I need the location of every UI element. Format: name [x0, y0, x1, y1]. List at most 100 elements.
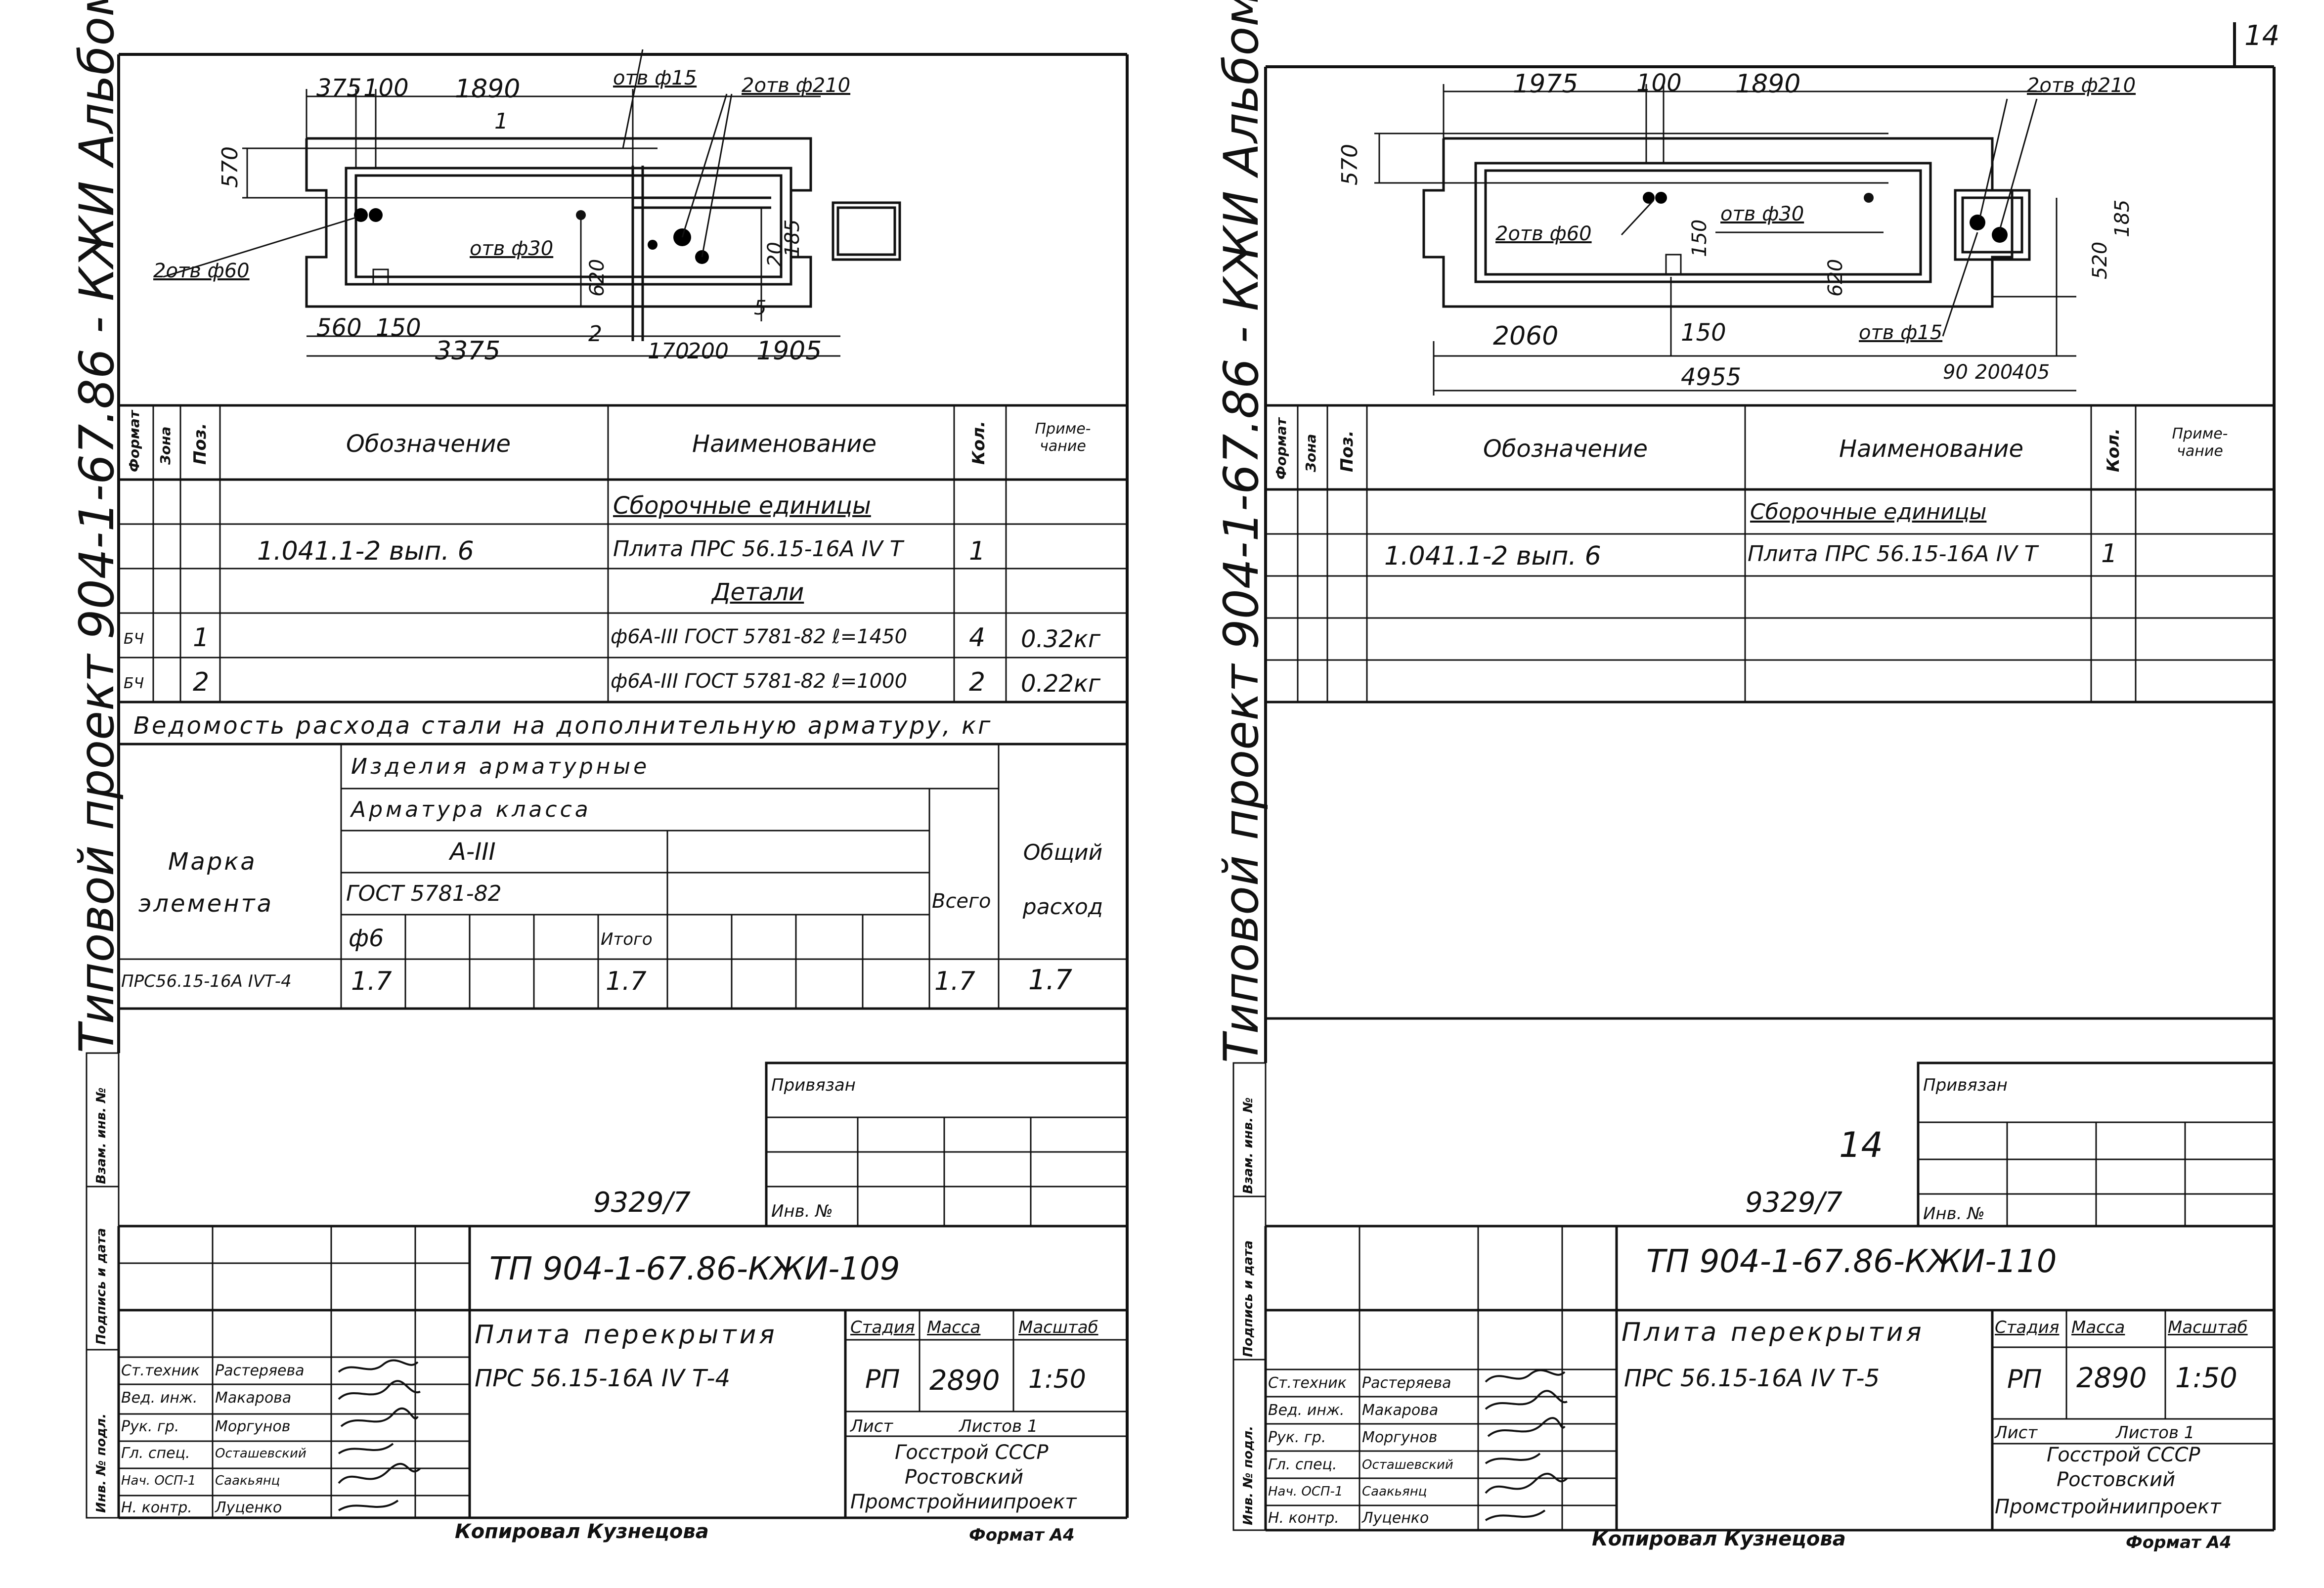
dim-label: 170	[648, 339, 689, 364]
col-note: Приме- чание	[2172, 425, 2228, 460]
col-name: Наименование	[692, 430, 877, 458]
hole-label: 2отв ф210	[2027, 74, 2136, 97]
row-name: ф6А-III ГОСТ 5781-82 ℓ=1450	[611, 625, 908, 648]
row-designation: 1.041.1-2 вып. 6	[257, 536, 474, 566]
dim-label: 4955	[1681, 363, 1742, 391]
steel-title: Ведомость расхода стали на дополнительну…	[133, 712, 993, 740]
mass-value: 2890	[929, 1365, 1000, 1397]
dim-label: 90	[1943, 361, 1968, 384]
scale-label: Масштаб	[2168, 1318, 2248, 1337]
dim-label: 620	[1824, 259, 1847, 297]
dim-label: 100	[363, 74, 409, 102]
col-qty: Кол.	[2104, 428, 2123, 472]
dim-label: 200	[1975, 361, 2013, 384]
person: Моргунов	[1362, 1429, 1438, 1446]
dim-label: 1905	[756, 336, 822, 366]
org-line: Ростовский	[905, 1466, 1024, 1489]
steel-class: А-III	[450, 838, 496, 866]
hole-label: отв ф30	[470, 237, 554, 260]
col-qty: Кол.	[969, 421, 989, 465]
stage-label: Стадия	[1995, 1318, 2060, 1337]
page-number: 14	[2244, 20, 2280, 52]
col-note: Приме- чание	[1035, 420, 1091, 455]
doc-code: ТП 904-1-67.86-КЖИ-110	[1646, 1243, 2057, 1280]
role: Нач. ОСП-1	[1268, 1484, 1343, 1499]
col-zone: Зона	[157, 426, 174, 465]
hole-label: 2отв ф60	[1495, 222, 1592, 245]
person: Саакьянц	[1362, 1484, 1427, 1499]
steel-products: Изделия арматурные	[351, 754, 650, 779]
org-line: Госстрой СССР	[895, 1441, 1049, 1464]
privyazan-label: Привязан	[1923, 1075, 2008, 1095]
row-name: Плита ПРС 56.15-16А IV Т	[613, 536, 903, 562]
row-designation: 1.041.1-2 вып. 6	[1384, 541, 1601, 571]
col-name: Наименование	[1839, 435, 2024, 463]
col-designation: Обозначение	[346, 430, 511, 458]
row-name: Сборочные единицы	[613, 492, 871, 520]
dim-label: 570	[1337, 144, 1362, 185]
role: Вед. инж.	[121, 1389, 198, 1407]
row-qty: 1	[2101, 539, 2118, 569]
person: Луценко	[215, 1499, 282, 1516]
row-name: Плита ПРС 56.15-16А IV Т	[1748, 541, 2038, 567]
inv-no-label: Инв. №	[1923, 1204, 1985, 1224]
copied-by: Копировал Кузнецова	[1592, 1528, 1846, 1550]
doc-number: 9329/7	[593, 1187, 691, 1219]
dim-label: 2060	[1493, 321, 1559, 351]
row-note: 0.22кг	[1021, 670, 1101, 698]
margin-field-sign: Подпись и дата	[1241, 1240, 1256, 1357]
position-label: 1	[494, 109, 508, 134]
margin-field-replace: Взам. инв. №	[1241, 1097, 1256, 1194]
row-name: Детали	[712, 578, 804, 606]
sheet-label: Лист	[1995, 1423, 2038, 1443]
dim-label: 570	[218, 146, 243, 188]
steel-row-general: 1.7	[1028, 964, 1073, 996]
hole-label: отв ф15	[1859, 321, 1943, 344]
dim-label: 150	[376, 314, 421, 342]
margin-field-sign: Подпись и дата	[94, 1228, 109, 1345]
mass-value: 2890	[2076, 1362, 2147, 1394]
person: Растеряева	[1362, 1374, 1451, 1392]
steel-rebar-class: Арматура класса	[351, 797, 591, 822]
scale-label: Масштаб	[1018, 1318, 1098, 1337]
role: Н. контр.	[121, 1499, 192, 1516]
stage-label: Стадия	[850, 1318, 915, 1337]
dim-label: 100	[1636, 69, 1682, 97]
steel-general: Общий расход	[1022, 840, 1103, 920]
row-name: Сборочные единицы	[1750, 499, 1987, 525]
hole-label: 2отв ф210	[742, 74, 851, 97]
steel-d6: ф6	[349, 925, 384, 952]
doc-title: Плита перекрытия	[475, 1320, 778, 1350]
steel-row-total: 1.7	[934, 967, 975, 996]
vertical-project-title: Типовой проект 904-1-67.86 - КЖИ Альбом …	[69, 0, 125, 1053]
stage-value: РП	[2007, 1365, 2042, 1394]
dim-label: 1890	[1735, 69, 1801, 99]
steel-subtotal: Итого	[601, 929, 653, 949]
role: Гл. спец.	[121, 1445, 190, 1462]
scale-value: 1:50	[2175, 1362, 2237, 1394]
mass-label: Масса	[2071, 1318, 2125, 1337]
format-label: Формат А4	[2126, 1533, 2232, 1552]
row-qty: 1	[969, 536, 986, 566]
copied-by: Копировал Кузнецова	[455, 1520, 709, 1543]
mass-label: Масса	[927, 1318, 981, 1337]
dim-label: 185	[2111, 199, 2134, 237]
dim-label: 520	[2089, 241, 2111, 279]
row-pos: 2	[193, 667, 210, 697]
row-note: 0.32кг	[1021, 625, 1101, 653]
role: Гл. спец.	[1268, 1456, 1337, 1473]
org-line: Ростовский	[2057, 1468, 2176, 1491]
person: Саакьянц	[215, 1473, 280, 1488]
steel-mark-label: элемента	[138, 890, 274, 918]
col-zone: Зона	[1303, 434, 1319, 472]
org-line: Промстройниипроект	[850, 1491, 1077, 1513]
org-line: Промстройниипроект	[1995, 1496, 2221, 1518]
org-line: Госстрой СССР	[2047, 1444, 2200, 1466]
scale-value: 1:50	[1028, 1365, 1086, 1394]
role: Рук. гр.	[121, 1418, 179, 1435]
hole-label: отв ф15	[613, 67, 697, 89]
dim-label: 3375	[435, 336, 501, 366]
steel-row-d6: 1.7	[351, 967, 392, 996]
person: Осташевский	[215, 1446, 307, 1461]
